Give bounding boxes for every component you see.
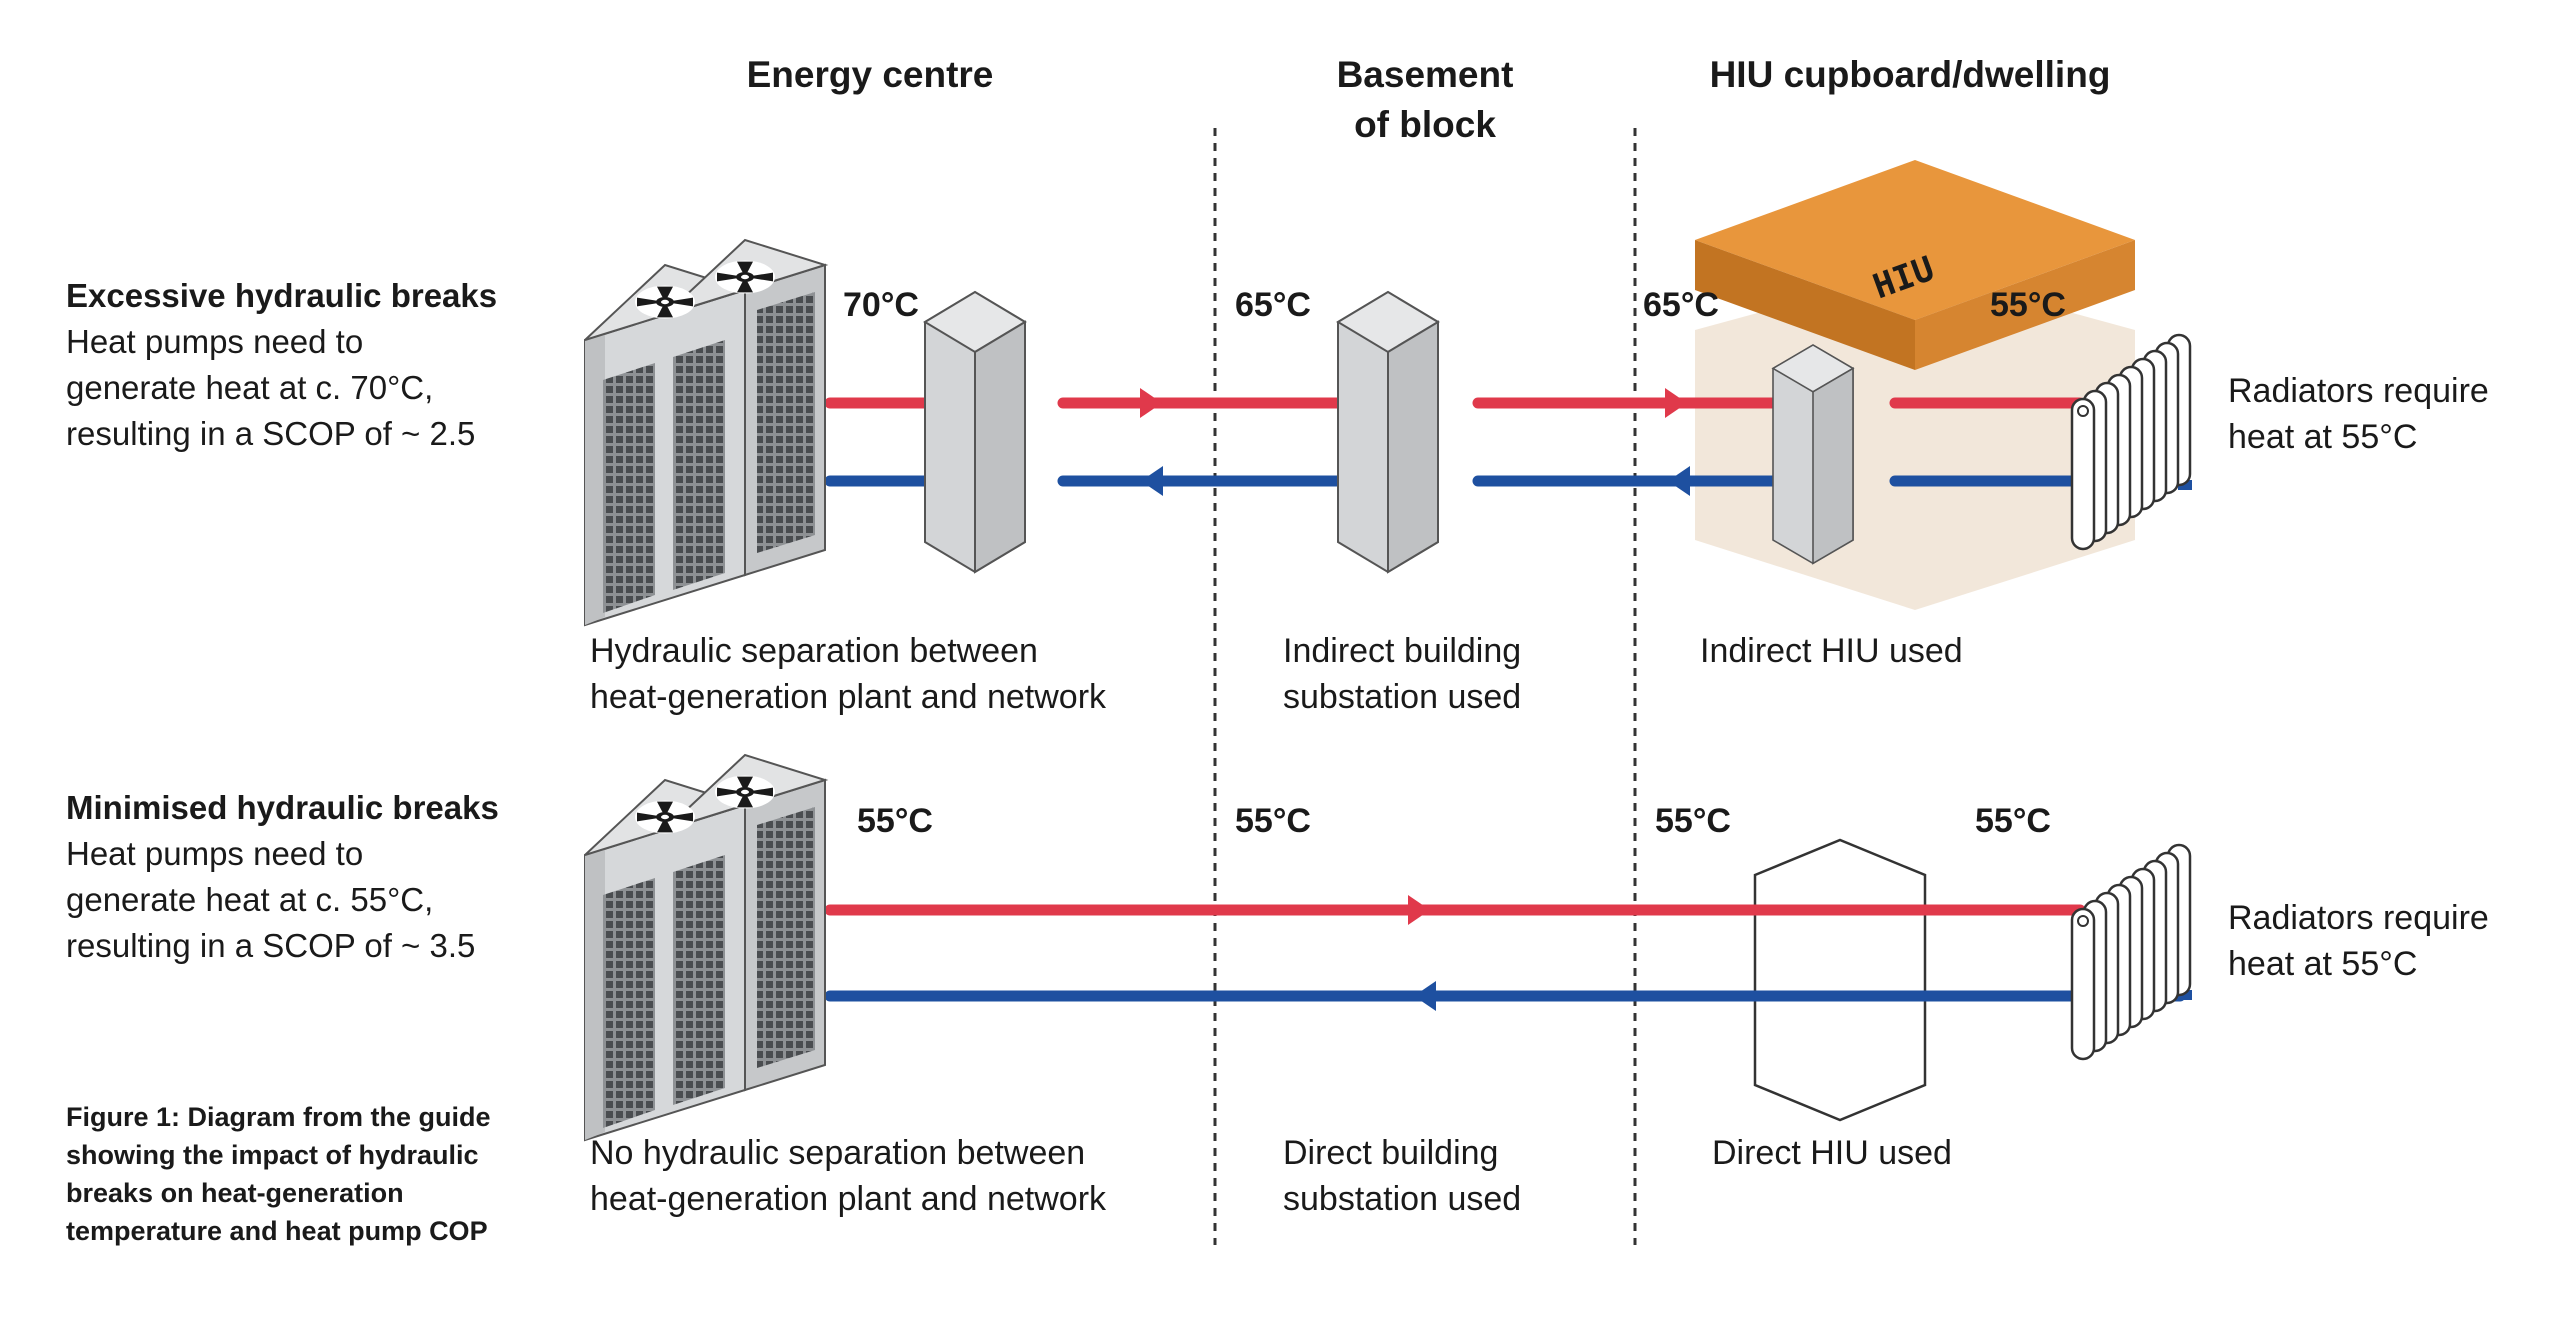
row2-description: Minimised hydraulic breaks Heat pumps ne… [66,785,499,969]
figure-caption-line4: temperature and heat pump COP [66,1216,488,1246]
row1-desc-line1: Heat pumps need to [66,323,364,360]
row1-caption-energy-centre-line1: Hydraulic separation between [590,632,1038,670]
row2-caption-basement-line1: Direct building [1283,1134,1499,1172]
row1-desc-line2: generate heat at c. 70°C, [66,369,434,406]
column-header-hiu-cupboard: HIU cupboard/dwelling [1709,54,2111,95]
hiu-box-illustration [1695,160,2135,370]
row2-desc-line1: Heat pumps need to [66,835,364,872]
row1-description: Excessive hydraulic breaks Heat pumps ne… [66,273,497,457]
row2-caption-energy-centre-line1: No hydraulic separation between [590,1134,1086,1172]
figure-caption: Figure 1: Diagram from the guide showing… [66,1098,491,1250]
row1-caption-energy-centre-line2: heat-generation plant and network [590,678,1107,716]
row1-temp-hiu-in: 65°C [1643,286,1719,324]
column-header-basement-line1: Basement [1336,54,1514,95]
row1-caption-energy-centre: Hydraulic separation between heat-genera… [590,628,1106,720]
heat-pump-row1 [584,238,829,627]
heat-pump-row2 [584,753,829,1142]
row1-temp-basement: 65°C [1235,286,1311,324]
row2-radiator-note: Radiators require heat at 55°C [2228,895,2489,987]
row1-desc-line3: resulting in a SCOP of ~ 2.5 [66,415,476,452]
row1-title: Excessive hydraulic breaks [66,277,498,314]
column-header-basement: Basement of block [1250,50,1600,150]
row2-caption-hiu: Direct HIU used [1712,1134,1952,1172]
row2-temp-plant: 55°C [857,802,933,840]
return-arrow-row1b [1668,466,1690,496]
hiu-heat-exchanger [1772,344,1854,565]
flow-arrow-row1b [1665,388,1687,418]
row2-caption-basement-line2: substation used [1283,1180,1522,1218]
row2-desc-line2: generate heat at c. 55°C, [66,881,434,918]
row1-caption-basement-line2: substation used [1283,678,1522,716]
figure-caption-line2: showing the impact of hydraulic [66,1140,479,1170]
return-arrow-row1a [1141,466,1163,496]
direct-hiu-outline [1753,838,1927,1122]
row2-caption-energy-centre-line2: heat-generation plant and network [590,1180,1107,1218]
row2-radiator-note-line2: heat at 55°C [2228,945,2418,983]
row2-desc-line3: resulting in a SCOP of ~ 3.5 [66,927,476,964]
column-header-energy-centre: Energy centre [746,54,994,95]
flow-arrow-row1a [1140,388,1162,418]
flow-arrow-row2 [1408,895,1430,925]
row2-temp-basement: 55°C [1235,802,1311,840]
row1-caption-hiu: Indirect HIU used [1700,632,1963,670]
row1-temp-hiu-out: 55°C [1990,286,2066,324]
plant-heat-exchanger [924,291,1026,573]
radiator-row2 [2070,843,2192,1061]
row2-temp-hiu-in: 55°C [1655,802,1731,840]
building-substation-exchanger [1337,291,1439,573]
row1-radiator-note-line1: Radiators require [2228,372,2489,410]
row2-temp-hiu-out: 55°C [1975,802,2051,840]
row1-temp-plant: 70°C [843,286,919,324]
return-arrow-row2 [1414,981,1436,1011]
row2-caption-energy-centre: No hydraulic separation between heat-gen… [590,1130,1106,1222]
radiator-row1 [2070,333,2192,551]
row2-radiator-note-line1: Radiators require [2228,899,2489,937]
figure-caption-line1: Figure 1: Diagram from the guide [66,1102,491,1132]
row1-radiator-note: Radiators require heat at 55°C [2228,368,2489,460]
row1-radiator-note-line2: heat at 55°C [2228,418,2418,456]
row2-title: Minimised hydraulic breaks [66,789,499,826]
figure-caption-line3: breaks on heat-generation [66,1178,404,1208]
row2-caption-basement: Direct building substation used [1283,1130,1521,1222]
row1-caption-basement-line1: Indirect building [1283,632,1522,670]
row1-caption-basement: Indirect building substation used [1283,628,1521,720]
column-header-basement-line2: of block [1354,104,1496,145]
